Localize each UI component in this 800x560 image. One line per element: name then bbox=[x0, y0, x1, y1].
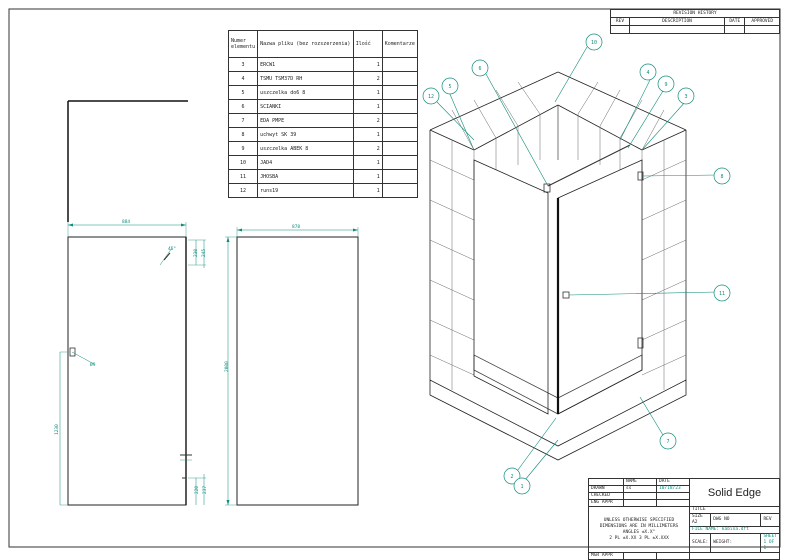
dim-small-bot-b: 237 bbox=[202, 486, 208, 494]
tb-checked: CHECKED bbox=[588, 492, 624, 500]
balloon-label-10: 10 bbox=[591, 40, 597, 46]
revision-col-date: DATE bbox=[723, 17, 746, 26]
balloon-label-5: 5 bbox=[448, 84, 451, 90]
balloon-label-1: 1 bbox=[520, 484, 523, 490]
balloon-4 bbox=[639, 63, 657, 81]
dim-width-right: 878 bbox=[292, 224, 300, 230]
front-panel-view: 884 45° 230 245 Ø9 1230 220 237 bbox=[54, 219, 208, 506]
revision-col-approved: APPROVED bbox=[744, 17, 780, 26]
revision-title: REVISION HISTORY bbox=[610, 9, 780, 18]
tb-col-date: DATE bbox=[656, 478, 690, 486]
corner-mark bbox=[67, 100, 188, 222]
svg-text:45°: 45° bbox=[168, 246, 176, 252]
balloon-9 bbox=[657, 75, 675, 93]
balloon-label-2: 2 bbox=[510, 474, 513, 480]
tb-file-name: FILE NAME: kabina.dft bbox=[689, 526, 780, 534]
balloon-label-4: 4 bbox=[646, 70, 649, 76]
tb-note-1: UNLESS OTHERWISE SPECIFIED bbox=[603, 517, 675, 523]
tb-weight: WEIGHT: bbox=[710, 533, 762, 553]
balloon-label-8: 8 bbox=[720, 174, 723, 180]
side-panel-view: 878 2000 bbox=[224, 224, 359, 506]
tb-dwg-label: DWG NO bbox=[710, 513, 762, 527]
tb-size-label: SIZE bbox=[692, 514, 703, 519]
tb-brand: Solid Edge bbox=[689, 478, 780, 507]
svg-text:Ø9: Ø9 bbox=[90, 361, 96, 368]
tb-drawn-date: 10/18/23 bbox=[656, 485, 690, 493]
balloon-6 bbox=[471, 59, 489, 77]
tb-sheet: SHEET 1 OF 1 bbox=[760, 533, 780, 553]
balloon-label-6: 6 bbox=[478, 66, 481, 72]
tb-drawn-name: ss bbox=[623, 485, 657, 493]
balloon-5 bbox=[441, 77, 459, 95]
revision-col-rev: REV bbox=[610, 17, 630, 26]
balloon-label-7: 7 bbox=[666, 439, 669, 445]
balloon-11 bbox=[713, 284, 731, 302]
bom-header-qty: Ilość bbox=[352, 30, 383, 58]
balloon-2 bbox=[503, 467, 521, 485]
balloon-label-12: 12 bbox=[428, 94, 434, 100]
dim-small-bot: 220 bbox=[194, 486, 200, 494]
dim-small-top-a: 230 bbox=[193, 249, 199, 257]
revision-col-desc: DESCRIPTION bbox=[629, 17, 725, 26]
balloon-3 bbox=[677, 87, 695, 105]
dim-small-top-b: 245 bbox=[201, 249, 207, 257]
bom-header-name: Nazwa pliku (bez rozszerzenia) bbox=[257, 30, 354, 58]
balloon-label-3: 3 bbox=[684, 94, 687, 100]
tb-title-label: TITLE bbox=[689, 506, 780, 514]
dim-height-left: 1230 bbox=[54, 424, 60, 435]
tb-col-name: NAME bbox=[623, 478, 657, 486]
tb-drawn: DRAWN bbox=[588, 485, 624, 493]
tb-note-3: ANGLES ±X.X° bbox=[622, 529, 656, 535]
tb-rev-label: REV bbox=[760, 513, 780, 527]
tb-scale: SCALE: bbox=[688, 533, 712, 553]
balloon-8 bbox=[713, 167, 731, 185]
dim-height-right: 2000 bbox=[224, 361, 230, 372]
tb-eng-appr: ENG APPR bbox=[588, 499, 624, 507]
balloon-leaders bbox=[436, 46, 717, 487]
balloons bbox=[422, 33, 731, 495]
bom-header-num: Numer elementu bbox=[227, 30, 259, 58]
balloon-1 bbox=[513, 477, 531, 495]
tb-mgr-appr: MGR APPR bbox=[588, 552, 624, 560]
bom-header-comments: Komentarze bbox=[381, 30, 419, 58]
dim-width-left: 884 bbox=[122, 219, 130, 225]
balloon-12 bbox=[422, 87, 440, 105]
tile-grid bbox=[429, 81, 687, 390]
bill-of-materials: Numer elementu Nazwa pliku (bez rozszerz… bbox=[227, 30, 419, 198]
tb-note-4: 2 PL ±X.XX 3 PL ±X.XXX bbox=[609, 535, 669, 541]
balloon-10 bbox=[585, 33, 603, 51]
balloon-7 bbox=[659, 432, 677, 450]
revision-history: REVISION HISTORY REV DESCRIPTION DATE AP… bbox=[610, 9, 780, 34]
isometric-enclosure bbox=[429, 71, 687, 461]
sheet-border bbox=[8, 8, 781, 548]
balloon-label-9: 9 bbox=[664, 82, 667, 88]
tb-size: A2 bbox=[692, 520, 698, 525]
balloon-label-11: 11 bbox=[719, 291, 725, 297]
tb-note-2: DIMENSIONS ARE IN MILLIMETERS bbox=[599, 523, 679, 529]
